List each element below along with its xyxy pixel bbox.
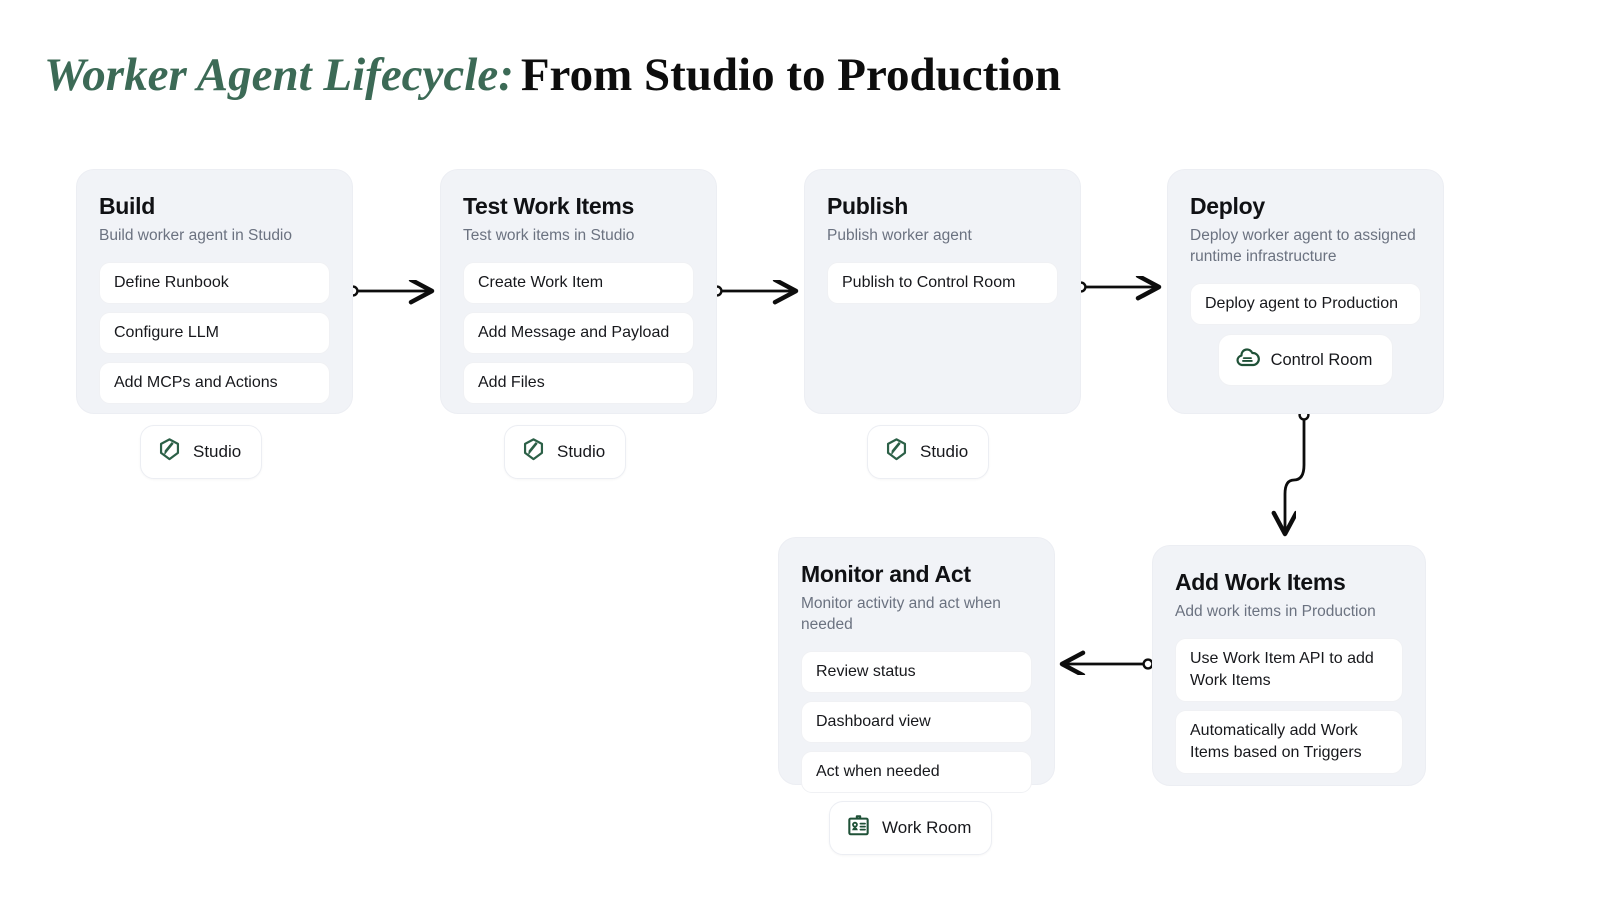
edge-test-to-publish: [711, 287, 796, 296]
badge-label: Work Room: [882, 818, 972, 837]
card-item[interactable]: Configure LLM: [99, 312, 330, 354]
card-title: Test Work Items: [463, 193, 635, 219]
card-item-list: Deploy agent to Production: [1190, 283, 1421, 325]
card-item-list: Publish to Control Room: [827, 262, 1058, 304]
card-item[interactable]: Review status: [801, 651, 1032, 693]
badge-studio-build[interactable]: Studio: [140, 425, 263, 479]
studio-pencil-icon: [157, 437, 182, 467]
card-item[interactable]: Define Runbook: [99, 262, 330, 304]
edge-add-work-items-to-monitor: [1062, 660, 1154, 669]
card-item[interactable]: Act when needed: [801, 751, 1032, 793]
card-subtitle: Add work items in Production: [1175, 603, 1376, 620]
studio-pencil-icon: [884, 437, 909, 467]
card-build[interactable]: Build Build worker agent in Studio Defin…: [76, 169, 353, 414]
card-publish[interactable]: Publish Publish worker agent Publish to …: [804, 169, 1081, 414]
card-item[interactable]: Add Files: [463, 362, 694, 404]
badge-studio-publish[interactable]: Studio: [867, 425, 990, 479]
card-deploy[interactable]: Deploy Deploy worker agent to assigned r…: [1167, 169, 1444, 414]
card-item[interactable]: Deploy agent to Production: [1190, 283, 1421, 325]
card-item-list: Use Work Item API to add Work Items Auto…: [1175, 638, 1403, 774]
card-subtitle: Publish worker agent: [827, 227, 972, 244]
work-room-badge-icon: [846, 813, 871, 843]
card-item[interactable]: Use Work Item API to add Work Items: [1175, 638, 1403, 702]
page-title-main: From Studio to Production: [520, 49, 1061, 101]
card-subtitle: Build worker agent in Studio: [99, 227, 293, 244]
card-item-list: Review status Dashboard view Act when ne…: [801, 651, 1032, 793]
badge-label: Studio: [557, 442, 606, 461]
card-title: Deploy: [1190, 193, 1265, 219]
page-title-accent: Worker Agent Lifecycle:: [44, 49, 514, 101]
card-title: Monitor and Act: [801, 561, 971, 587]
card-title: Build: [99, 193, 155, 219]
badge-work-room[interactable]: Work Room: [829, 801, 993, 855]
card-item[interactable]: Publish to Control Room: [827, 262, 1058, 304]
card-item[interactable]: Dashboard view: [801, 701, 1032, 743]
card-item[interactable]: Add Message and Payload: [463, 312, 694, 354]
chip-control-room[interactable]: Control Room: [1217, 334, 1394, 386]
card-item[interactable]: Automatically add Work Items based on Tr…: [1175, 710, 1403, 774]
card-item[interactable]: Create Work Item: [463, 262, 694, 304]
edge-deploy-to-add-work-items: [1285, 409, 1310, 534]
page-title: Worker Agent Lifecycle:From Studio to Pr…: [44, 44, 1061, 106]
badge-label: Studio: [193, 442, 242, 461]
chip-label: Control Room: [1270, 350, 1373, 369]
card-monitor-and-act[interactable]: Monitor and Act Monitor activity and act…: [778, 537, 1055, 793]
studio-pencil-icon: [521, 437, 546, 467]
card-subtitle: Deploy worker agent to assigned runtime …: [1190, 227, 1416, 265]
card-add-work-items[interactable]: Add Work Items Add work items in Product…: [1152, 545, 1426, 786]
badge-label: Studio: [920, 442, 969, 461]
edge-publish-to-deploy: [1075, 283, 1159, 292]
card-title: Add Work Items: [1175, 569, 1346, 595]
card-title: Publish: [827, 193, 908, 219]
card-item[interactable]: Add MCPs and Actions: [99, 362, 330, 404]
control-room-cloud-icon: [1235, 345, 1260, 375]
card-item-list: Create Work Item Add Message and Payload…: [463, 262, 694, 404]
card-test-work-items[interactable]: Test Work Items Test work items in Studi…: [440, 169, 717, 414]
card-subtitle: Test work items in Studio: [463, 227, 635, 244]
edge-build-to-test: [347, 287, 432, 296]
card-item-list: Define Runbook Configure LLM Add MCPs an…: [99, 262, 330, 404]
badge-studio-test[interactable]: Studio: [504, 425, 627, 479]
card-subtitle: Monitor activity and act when needed: [801, 595, 1001, 633]
